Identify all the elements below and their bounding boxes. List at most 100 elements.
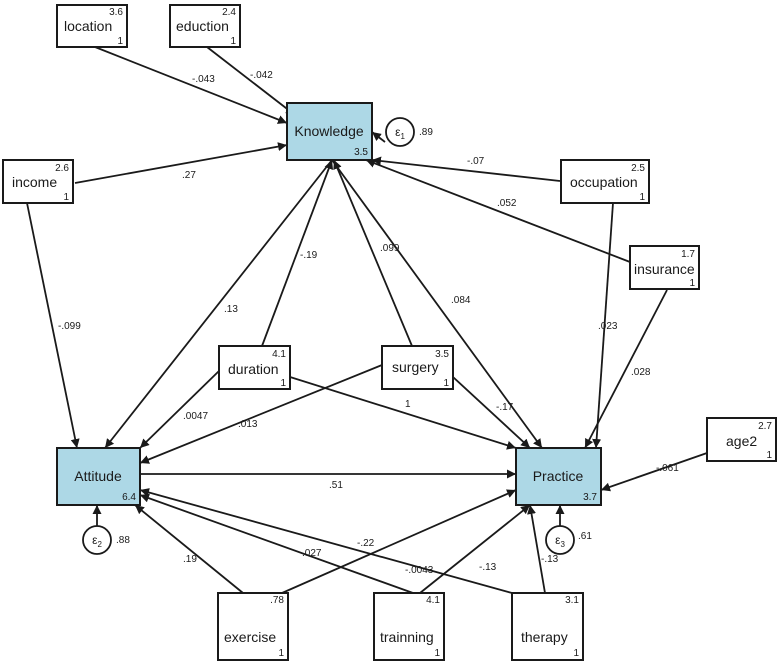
edge-exercise-attitude: [134, 504, 244, 594]
edge-e1-knowledge: [371, 131, 386, 143]
node-duration: duration 4.1 1: [218, 345, 291, 390]
error-e3: ε3 .61: [545, 525, 592, 555]
node-practice-box: [515, 447, 602, 506]
node-occupation: occupation 2.5 1: [560, 159, 650, 204]
node-income-mean: 2.6: [55, 163, 69, 174]
coef-eduction-knowledge: -.042: [250, 70, 273, 81]
node-income-var: 1: [63, 192, 69, 203]
node-therapy-label: therapy: [521, 629, 568, 645]
edge-surgery-practice: [452, 376, 531, 449]
node-attitude: Attitude 6.4: [56, 447, 141, 506]
coef-surgery-knowledge: .099: [380, 243, 400, 254]
edge-knowledge-practice: [331, 159, 543, 449]
coef-knowledge-practice: .084: [451, 295, 471, 306]
node-occupation-mean: 2.5: [631, 163, 645, 174]
error-e3-sub: 3: [560, 540, 565, 549]
node-therapy-box: [511, 592, 584, 661]
edge-trainning-practice: [419, 504, 531, 594]
error-e1-circle: [385, 117, 415, 147]
node-knowledge-value: 3.5: [354, 147, 368, 158]
coef-surgery-attitude: .013: [238, 419, 258, 430]
edge-duration-practice: [289, 376, 517, 450]
node-location-mean: 3.6: [109, 7, 123, 18]
edge-therapy-attitude: [139, 488, 513, 594]
coef-duration-practice: 1: [405, 399, 411, 410]
node-occupation-var: 1: [639, 192, 645, 203]
node-eduction-var: 1: [230, 36, 236, 47]
coef-trainning-practice: -.13: [479, 562, 497, 573]
node-trainning-var: 1: [434, 648, 440, 659]
edge-surgery-knowledge: [333, 159, 413, 347]
node-attitude-label: Attitude: [74, 468, 122, 484]
node-practice-value: 3.7: [583, 492, 597, 503]
node-surgery-var: 1: [443, 378, 449, 389]
node-eduction-mean: 2.4: [222, 7, 236, 18]
node-income-box: [2, 159, 74, 204]
node-age2-box: [706, 417, 777, 462]
edge-income-knowledge: [74, 142, 288, 184]
edge-therapy-practice: [527, 504, 546, 594]
node-location: location 3.6 1: [56, 4, 128, 48]
node-trainning-box: [373, 592, 445, 661]
node-location-label: location: [64, 18, 112, 34]
node-practice-label: Practice: [533, 468, 584, 484]
node-income-label: income: [12, 174, 57, 190]
node-exercise-var: 1: [278, 648, 284, 659]
edge-occupation-knowledge: [371, 156, 561, 182]
node-age2: age2 2.7 1: [706, 417, 777, 462]
coef-insurance-practice: .028: [631, 367, 651, 378]
node-trainning-label: trainning: [380, 629, 434, 645]
edge-location-knowledge: [94, 46, 288, 124]
node-eduction-label: eduction: [176, 18, 229, 34]
error-e3-label: ε3: [555, 533, 565, 549]
node-location-box: [56, 4, 128, 48]
node-occupation-box: [560, 159, 650, 204]
node-surgery-box: [381, 345, 454, 390]
coef-insurance-knowledge: .052: [497, 198, 517, 209]
node-location-var: 1: [117, 36, 123, 47]
coef-therapy-practice: -.13: [541, 554, 559, 565]
node-exercise-box: [217, 592, 289, 661]
edge-occupation-practice: [592, 202, 614, 449]
edge-duration-knowledge: [261, 159, 334, 347]
node-exercise: exercise .78 1: [217, 592, 289, 661]
edge-insurance-practice: [584, 289, 668, 449]
node-occupation-label: occupation: [570, 174, 638, 190]
node-duration-mean: 4.1: [272, 349, 286, 360]
error-e2: ε2 .88: [82, 525, 130, 555]
error-e2-label: ε2: [92, 533, 102, 549]
coef-age2-practice: -.061: [656, 463, 679, 474]
node-therapy-var: 1: [573, 648, 579, 659]
coef-exercise-practice: -.0043: [405, 565, 434, 576]
node-age2-var: 1: [766, 450, 772, 461]
node-knowledge-box: [286, 102, 373, 161]
node-exercise-label: exercise: [224, 629, 276, 645]
node-age2-mean: 2.7: [758, 421, 772, 432]
node-trainning-mean: 4.1: [426, 595, 440, 606]
edge-surgery-attitude: [139, 364, 383, 464]
node-surgery-label: surgery: [392, 359, 439, 375]
edges: [26, 46, 708, 594]
coef-occupation-practice: .023: [598, 321, 618, 332]
node-eduction-box: [169, 4, 241, 48]
error-e1-label: ε1: [395, 125, 405, 141]
coef-occupation-knowledge: -.07: [467, 156, 485, 167]
node-eduction: eduction 2.4 1: [169, 4, 241, 48]
error-e1-sub: 1: [400, 132, 405, 141]
node-insurance: insurance 1.7 1: [629, 245, 700, 290]
node-surgery: surgery 3.5 1: [381, 345, 454, 390]
node-therapy-mean: 3.1: [565, 595, 579, 606]
node-practice: Practice 3.7: [515, 447, 602, 506]
error-e1: ε1 .89: [385, 117, 433, 147]
coef-duration-attitude: .0047: [183, 411, 208, 422]
error-e3-symbol: ε: [555, 533, 561, 547]
node-income: income 2.6 1: [2, 159, 74, 204]
error-e3-value: .61: [578, 531, 592, 542]
edge-insurance-knowledge: [365, 159, 631, 263]
node-age2-label: age2: [726, 433, 757, 449]
edge-eduction-knowledge: [206, 46, 296, 116]
node-surgery-mean: 3.5: [435, 349, 449, 360]
coef-income-knowledge: .27: [182, 170, 196, 181]
node-insurance-var: 1: [689, 278, 695, 289]
